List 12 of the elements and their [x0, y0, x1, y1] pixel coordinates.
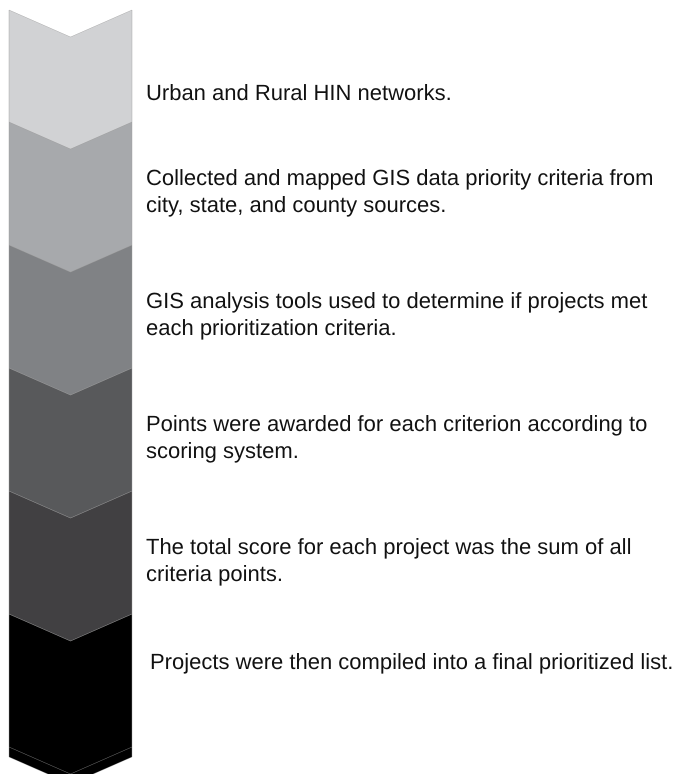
step-description: Projects were then compiled into a final prioritized list. — [150, 648, 674, 675]
step-description: The total score for each project was the sum of all criteria points. — [146, 533, 632, 587]
chevron-step — [9, 245, 132, 395]
step-description: GIS analysis tools used to determine if projects met each prioritization criteria. — [146, 287, 648, 341]
step-description: Urban and Rural HIN networks. — [146, 79, 453, 106]
step-description: Points were awarded for each criterion according to scoring system. — [146, 410, 648, 464]
chevron-step — [9, 122, 132, 272]
chevron-step — [9, 491, 132, 641]
chevron-step — [9, 368, 132, 518]
step-description: Collected and mapped GIS data priority criteria from city, state, and county sources. — [146, 164, 654, 218]
chevron-step — [9, 10, 132, 149]
chevron-step — [9, 614, 132, 774]
